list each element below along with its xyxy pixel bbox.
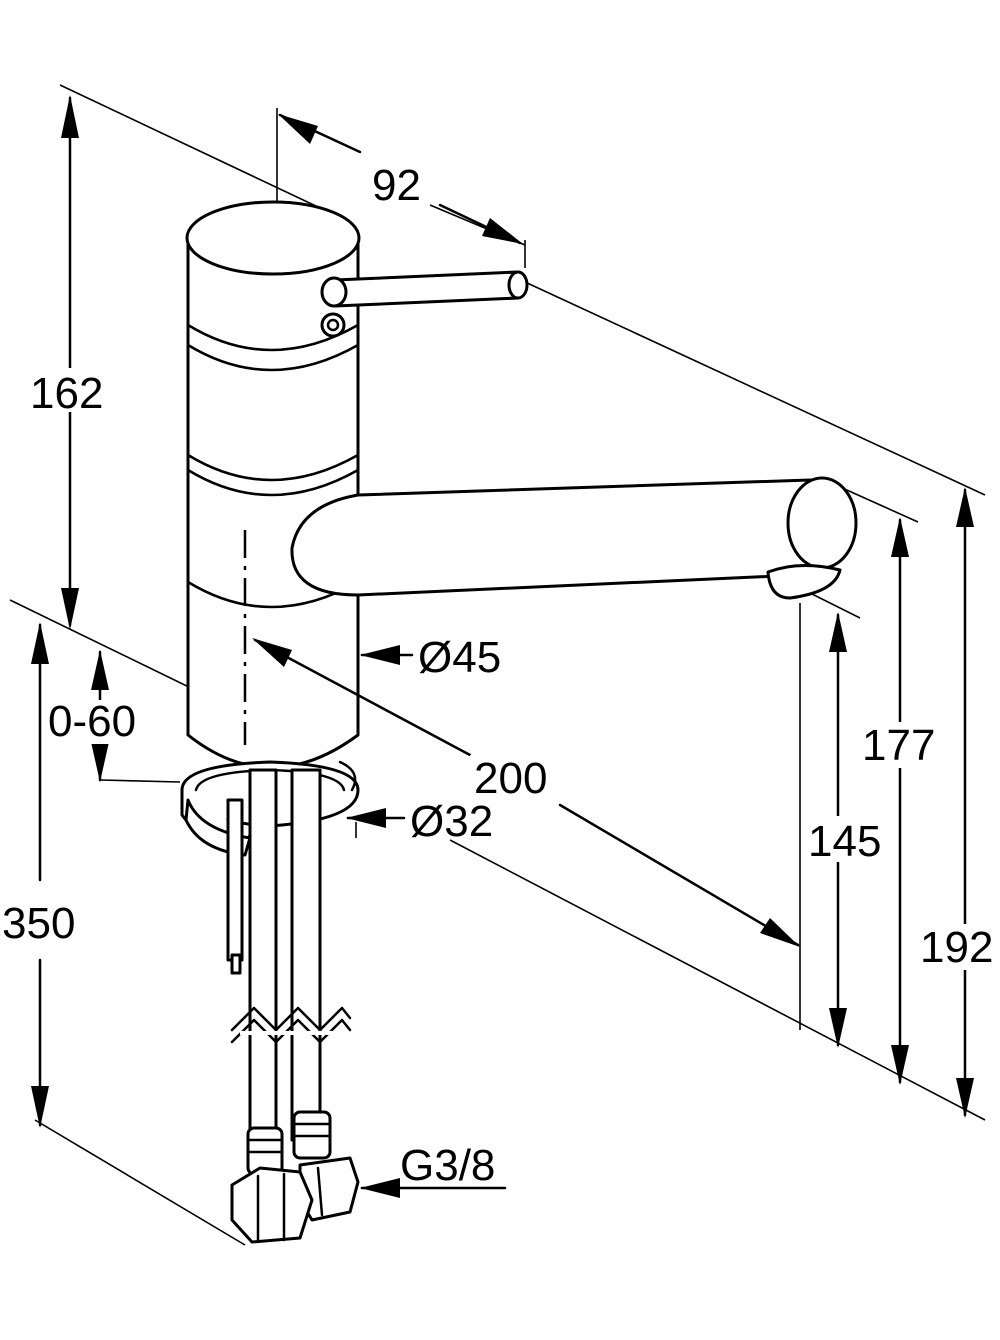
label-145: 145 [808, 817, 881, 866]
label-d45: Ø45 [418, 633, 501, 682]
label-200: 200 [474, 754, 547, 803]
dim-92 [278, 113, 523, 245]
dim-0-60 [91, 650, 109, 782]
label-192: 192 [920, 923, 993, 972]
dim-200 [252, 638, 800, 947]
label-d32: Ø32 [410, 797, 493, 846]
label-0-60: 0-60 [48, 697, 136, 746]
dim-162 [61, 95, 79, 630]
dim-g38 [360, 1178, 507, 1198]
dim-d45 [360, 645, 414, 665]
supply-hoses [230, 768, 352, 1162]
label-162: 162 [30, 369, 103, 418]
dim-d32 [346, 808, 406, 828]
faucet-body [185, 200, 361, 769]
label-177: 177 [862, 721, 935, 770]
dim-177 [891, 517, 909, 1085]
hose-fittings [230, 1110, 360, 1244]
label-g38: G3/8 [400, 1141, 495, 1190]
label-92: 92 [372, 161, 421, 210]
dim-350 [31, 622, 49, 1128]
handle-lever [320, 270, 529, 338]
dim-192 [956, 487, 974, 1118]
label-350: 350 [2, 899, 75, 948]
spout [290, 476, 858, 600]
